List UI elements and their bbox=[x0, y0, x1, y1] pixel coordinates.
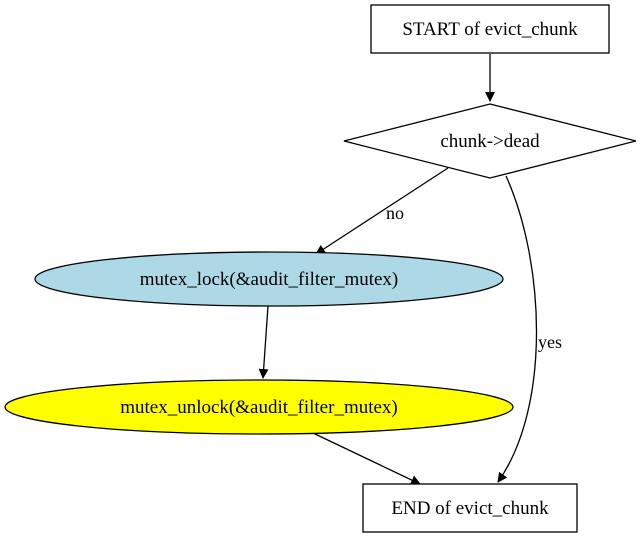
node-start: START of evict_chunk bbox=[370, 4, 610, 54]
node-condition-label: chunk->dead bbox=[440, 131, 540, 152]
edge-condition-to-end: yes bbox=[497, 175, 562, 483]
node-condition: chunk->dead bbox=[343, 103, 637, 179]
edge-label-yes: yes bbox=[538, 332, 562, 352]
node-mutex-lock: mutex_lock(&audit_filter_mutex) bbox=[34, 251, 504, 307]
edge-unlock-to-end bbox=[312, 432, 421, 485]
node-start-label: START of evict_chunk bbox=[402, 19, 578, 40]
edge-lock-to-unlock bbox=[258, 305, 269, 379]
node-mutex-unlock-label: mutex_unlock(&audit_filter_mutex) bbox=[120, 397, 398, 418]
node-mutex-lock-label: mutex_lock(&audit_filter_mutex) bbox=[140, 269, 399, 290]
node-end: END of evict_chunk bbox=[362, 483, 578, 533]
edge-label-no: no bbox=[386, 203, 404, 223]
node-mutex-unlock: mutex_unlock(&audit_filter_mutex) bbox=[4, 379, 514, 435]
edge-condition-to-lock: no bbox=[315, 167, 449, 255]
node-end-label: END of evict_chunk bbox=[391, 498, 549, 519]
